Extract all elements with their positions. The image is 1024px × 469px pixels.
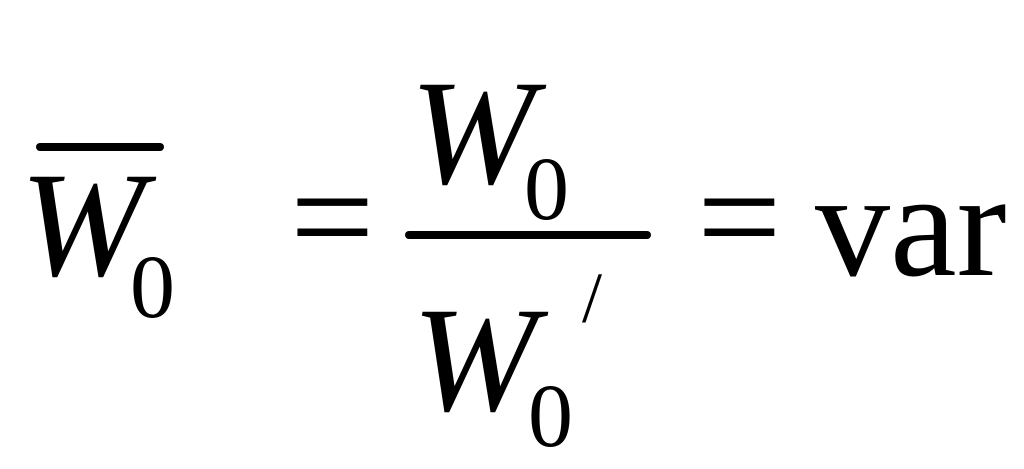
- denominator-prime: /: [582, 258, 603, 338]
- denominator-subscript: 0: [528, 367, 573, 466]
- lhs-symbol: W: [20, 142, 145, 308]
- numerator-symbol: W: [410, 50, 535, 216]
- lhs-subscript: 0: [130, 238, 175, 337]
- numerator-subscript: 0: [524, 140, 569, 239]
- equals-sign-1: =: [290, 134, 375, 300]
- rhs-text: var: [815, 142, 1007, 308]
- equals-sign-2: =: [697, 134, 782, 300]
- denominator-symbol: W: [412, 277, 537, 443]
- lhs-overline: [36, 143, 164, 151]
- fraction-bar: [405, 231, 651, 239]
